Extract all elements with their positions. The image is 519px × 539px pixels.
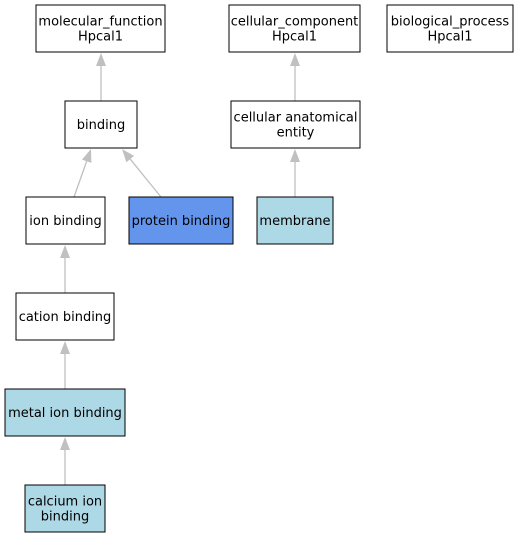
edge-arrowhead-icon <box>96 53 106 66</box>
edge-line <box>129 158 162 198</box>
node-binding[interactable]: binding <box>64 100 138 149</box>
edge-arrowhead-icon <box>290 149 300 162</box>
node-label: metal ion binding <box>8 406 122 421</box>
edge-calcium-ion-binding-to-metal-ion-binding <box>60 437 70 485</box>
node-label: ion binding <box>29 214 101 229</box>
node-label: cellular anatomical <box>234 111 358 126</box>
node-label: entity <box>277 126 315 141</box>
node-box[interactable] <box>230 100 361 149</box>
edges-layer <box>60 53 300 485</box>
node-label: Hpcal1 <box>427 30 472 45</box>
node-box[interactable] <box>256 196 334 245</box>
edge-arrowhead-icon <box>122 149 135 163</box>
node-label: Hpcal1 <box>78 30 123 45</box>
edge-arrowhead-icon <box>81 149 92 163</box>
node-cation-binding[interactable]: cation binding <box>15 292 115 341</box>
edge-arrowhead-icon <box>60 437 70 450</box>
node-ion-binding[interactable]: ion binding <box>25 196 106 245</box>
node-label: cation binding <box>19 310 112 325</box>
node-metal-ion-binding[interactable]: metal ion binding <box>4 388 126 437</box>
edge-cation-binding-to-ion-binding <box>60 245 70 293</box>
node-box[interactable] <box>228 4 361 53</box>
node-label: molecular_function <box>38 15 162 30</box>
node-label: binding <box>77 118 125 133</box>
edge-membrane-to-cellular-anatomical-entity <box>290 149 300 197</box>
edge-arrowhead-icon <box>60 245 70 258</box>
node-box[interactable] <box>25 196 106 245</box>
node-box[interactable] <box>24 484 106 533</box>
node-label: biological_process <box>391 15 510 30</box>
node-protein-binding[interactable]: protein binding <box>128 196 234 245</box>
edge-cellular-anatomical-entity-to-cellular-component <box>290 53 300 101</box>
node-box[interactable] <box>64 100 138 149</box>
node-label: membrane <box>259 214 330 229</box>
node-label: binding <box>41 510 89 525</box>
edge-binding-to-molecular-function <box>96 53 106 101</box>
node-label: calcium ion <box>28 495 102 510</box>
node-label: protein binding <box>132 214 231 229</box>
node-label: Hpcal1 <box>272 30 317 45</box>
node-box[interactable] <box>4 388 126 437</box>
node-box[interactable] <box>15 292 115 341</box>
edge-arrowhead-icon <box>290 53 300 66</box>
edge-ion-binding-to-binding <box>73 149 92 198</box>
edge-metal-ion-binding-to-cation-binding <box>60 341 70 389</box>
edge-arrowhead-icon <box>60 341 70 354</box>
node-membrane[interactable]: membrane <box>256 196 334 245</box>
edge-protein-binding-to-binding <box>122 149 162 198</box>
node-box[interactable] <box>386 4 514 53</box>
nodes-layer: molecular_functionHpcal1cellular_compone… <box>4 4 514 533</box>
edge-line <box>73 161 88 198</box>
node-box[interactable] <box>35 4 166 53</box>
node-label: cellular_component <box>231 15 359 30</box>
node-box[interactable] <box>128 196 234 245</box>
